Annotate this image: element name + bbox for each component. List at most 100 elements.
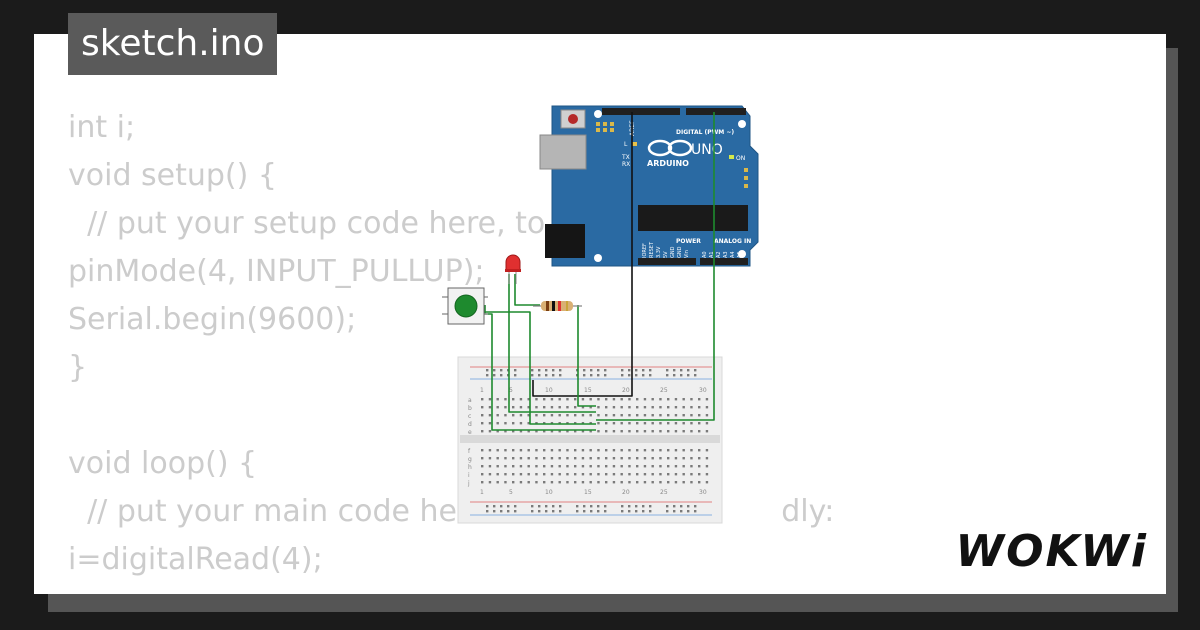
- breadboard-hole[interactable]: [535, 414, 538, 417]
- breadboard-hole[interactable]: [488, 406, 492, 409]
- breadboard-hole[interactable]: [527, 457, 530, 460]
- breadboard-hole[interactable]: [486, 369, 489, 372]
- breadboard-hole[interactable]: [597, 374, 600, 377]
- breadboard-hole[interactable]: [597, 430, 600, 433]
- breadboard-hole[interactable]: [667, 406, 670, 409]
- breadboard-hole[interactable]: [581, 398, 585, 401]
- breadboard-hole[interactable]: [651, 398, 654, 401]
- breadboard-hole[interactable]: [628, 481, 631, 484]
- breadboard-hole[interactable]: [500, 510, 503, 513]
- breadboard-hole[interactable]: [604, 505, 607, 508]
- breadboard-hole[interactable]: [643, 422, 647, 425]
- breadboard-hole[interactable]: [514, 374, 517, 377]
- reset-button-cap[interactable]: [568, 114, 578, 124]
- breadboard-hole[interactable]: [659, 457, 662, 460]
- breadboard-hole[interactable]: [481, 414, 484, 417]
- breadboard-hole[interactable]: [682, 449, 685, 452]
- breadboard-hole[interactable]: [545, 374, 548, 377]
- breadboard-hole[interactable]: [535, 406, 538, 409]
- breadboard-hole[interactable]: [550, 430, 554, 433]
- breadboard-hole[interactable]: [486, 505, 489, 508]
- breadboard-hole[interactable]: [566, 481, 569, 484]
- breadboard-hole[interactable]: [481, 398, 484, 401]
- breadboard-hole[interactable]: [519, 414, 523, 417]
- breadboard-hole[interactable]: [519, 473, 523, 476]
- breadboard-hole[interactable]: [519, 465, 523, 468]
- breadboard-hole[interactable]: [643, 398, 647, 401]
- breadboard-hole[interactable]: [628, 398, 631, 401]
- breadboard-hole[interactable]: [531, 374, 534, 377]
- breadboard-hole[interactable]: [605, 473, 608, 476]
- breadboard-hole[interactable]: [682, 398, 685, 401]
- breadboard-hole[interactable]: [628, 465, 631, 468]
- breadboard-hole[interactable]: [535, 449, 538, 452]
- breadboard-hole[interactable]: [674, 473, 678, 476]
- breadboard-hole[interactable]: [628, 473, 631, 476]
- breadboard-hole[interactable]: [514, 510, 517, 513]
- breadboard-hole[interactable]: [674, 398, 678, 401]
- breadboard-hole[interactable]: [559, 510, 562, 513]
- breadboard-hole[interactable]: [496, 406, 499, 409]
- breadboard-hole[interactable]: [636, 406, 639, 409]
- breadboard-hole[interactable]: [589, 430, 592, 433]
- breadboard-hole[interactable]: [581, 430, 585, 433]
- breadboard-hole[interactable]: [504, 449, 507, 452]
- breadboard-hole[interactable]: [558, 414, 561, 417]
- breadboard-hole[interactable]: [504, 457, 507, 460]
- breadboard-hole[interactable]: [519, 449, 523, 452]
- breadboard-hole[interactable]: [636, 473, 639, 476]
- breadboard-hole[interactable]: [496, 481, 499, 484]
- breadboard-hole[interactable]: [566, 430, 569, 433]
- breadboard-hole[interactable]: [566, 414, 569, 417]
- breadboard-hole[interactable]: [558, 473, 561, 476]
- breadboard-hole[interactable]: [597, 422, 600, 425]
- breadboard-hole[interactable]: [493, 510, 496, 513]
- breadboard-hole[interactable]: [620, 406, 623, 409]
- breadboard-hole[interactable]: [698, 414, 701, 417]
- breadboard-hole[interactable]: [545, 369, 548, 372]
- breadboard-hole[interactable]: [705, 449, 709, 452]
- breadboard-hole[interactable]: [481, 422, 484, 425]
- breadboard-hole[interactable]: [527, 398, 530, 401]
- breadboard-hole[interactable]: [612, 406, 616, 409]
- breadboard-hole[interactable]: [628, 414, 631, 417]
- breadboard-hole[interactable]: [612, 473, 616, 476]
- breadboard-hole[interactable]: [612, 457, 616, 460]
- breadboard-hole[interactable]: [690, 398, 693, 401]
- breadboard-hole[interactable]: [690, 406, 693, 409]
- breadboard-hole[interactable]: [682, 422, 685, 425]
- breadboard-hole[interactable]: [481, 465, 484, 468]
- breadboard-hole[interactable]: [512, 398, 515, 401]
- breadboard-hole[interactable]: [604, 369, 607, 372]
- breadboard-hole[interactable]: [628, 457, 631, 460]
- breadboard-hole[interactable]: [488, 465, 492, 468]
- breadboard-hole[interactable]: [512, 481, 515, 484]
- breadboard-hole[interactable]: [558, 449, 561, 452]
- breadboard-hole[interactable]: [527, 422, 530, 425]
- breadboard-hole[interactable]: [651, 481, 654, 484]
- breadboard-hole[interactable]: [574, 398, 577, 401]
- breadboard-hole[interactable]: [581, 481, 585, 484]
- breadboard-hole[interactable]: [642, 505, 645, 508]
- breadboard-hole[interactable]: [535, 481, 538, 484]
- arduino-uno-board[interactable]: UNO ARDUINO DIGITAL (PWM ~) AREF ON L TX…: [539, 105, 759, 267]
- breadboard-hole[interactable]: [659, 465, 662, 468]
- breadboard-hole[interactable]: [612, 481, 616, 484]
- breadboard-hole[interactable]: [643, 457, 647, 460]
- breadboard-hole[interactable]: [558, 430, 561, 433]
- breadboard-hole[interactable]: [674, 430, 678, 433]
- breadboard-hole[interactable]: [527, 430, 530, 433]
- breadboard-hole[interactable]: [558, 465, 561, 468]
- breadboard-hole[interactable]: [674, 414, 678, 417]
- breadboard-hole[interactable]: [597, 510, 600, 513]
- resistor[interactable]: [533, 301, 582, 311]
- breadboard-hole[interactable]: [496, 457, 499, 460]
- breadboard-hole[interactable]: [659, 422, 662, 425]
- breadboard-hole[interactable]: [583, 510, 586, 513]
- breadboard-hole[interactable]: [566, 457, 569, 460]
- breadboard-hole[interactable]: [667, 457, 670, 460]
- breadboard-hole[interactable]: [666, 374, 669, 377]
- breadboard-hole[interactable]: [576, 505, 579, 508]
- breadboard-hole[interactable]: [690, 457, 693, 460]
- breadboard-hole[interactable]: [519, 422, 523, 425]
